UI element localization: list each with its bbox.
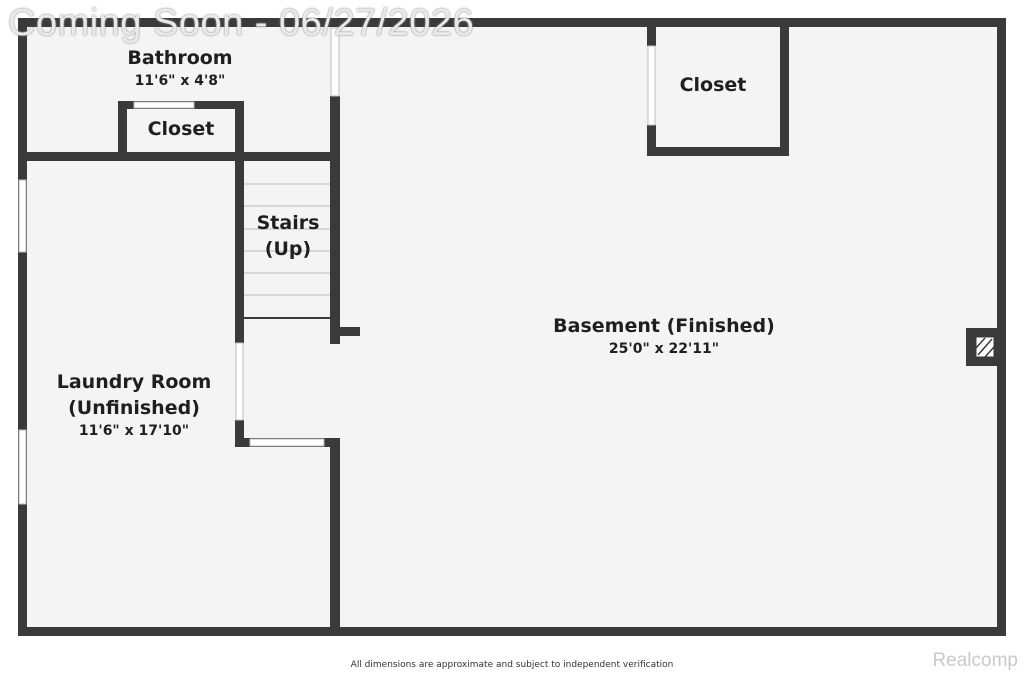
window-bath-closet (133, 101, 195, 109)
room-label-bathroom: Bathroom 11'6" x 4'8" (127, 45, 232, 91)
window-laundry-upper (18, 179, 27, 253)
door-laundry-lower (249, 438, 325, 447)
floor-area (22, 22, 1002, 632)
room-name: Closet (679, 74, 747, 96)
room-label-stairs: Stairs (Up) (257, 210, 320, 262)
room-label-closet-basement: Closet (680, 72, 747, 98)
column-hatch (975, 336, 995, 358)
room-label-basement: Basement (Finished) 25'0" x 22'11" (553, 313, 775, 359)
room-name: Stairs (256, 212, 320, 234)
room-name: Laundry Room (56, 371, 212, 393)
room-name: Bathroom (127, 47, 233, 69)
door-basement-closet (647, 45, 656, 126)
openings (18, 27, 656, 505)
door-laundry-stairs (235, 342, 244, 421)
room-name: Basement (Finished) (553, 315, 775, 337)
room-dimensions: 25'0" x 22'11" (608, 341, 720, 357)
room-dimensions: 11'6" x 4'8" (134, 73, 226, 89)
brand-logo-text: Realcomp (932, 650, 1018, 671)
room-name-line2: (Up) (264, 238, 312, 260)
room-label-closet-bath: Closet (148, 116, 215, 142)
door-bathroom (330, 27, 340, 97)
room-dimensions: 11'6" x 17'10" (78, 423, 190, 439)
stair-treads (244, 183, 330, 296)
disclaimer-text: All dimensions are approximate and subje… (350, 660, 674, 670)
room-name-line2: (Unfinished) (68, 397, 200, 419)
exterior-walls (18, 18, 1006, 636)
room-label-laundry: Laundry Room (Unfinished) 11'6" x 17'10" (57, 369, 212, 441)
watermark-text: Coming Soon - 06/27/2026 (8, 2, 475, 44)
room-name: Closet (147, 118, 215, 140)
window-laundry-lower (18, 429, 27, 505)
